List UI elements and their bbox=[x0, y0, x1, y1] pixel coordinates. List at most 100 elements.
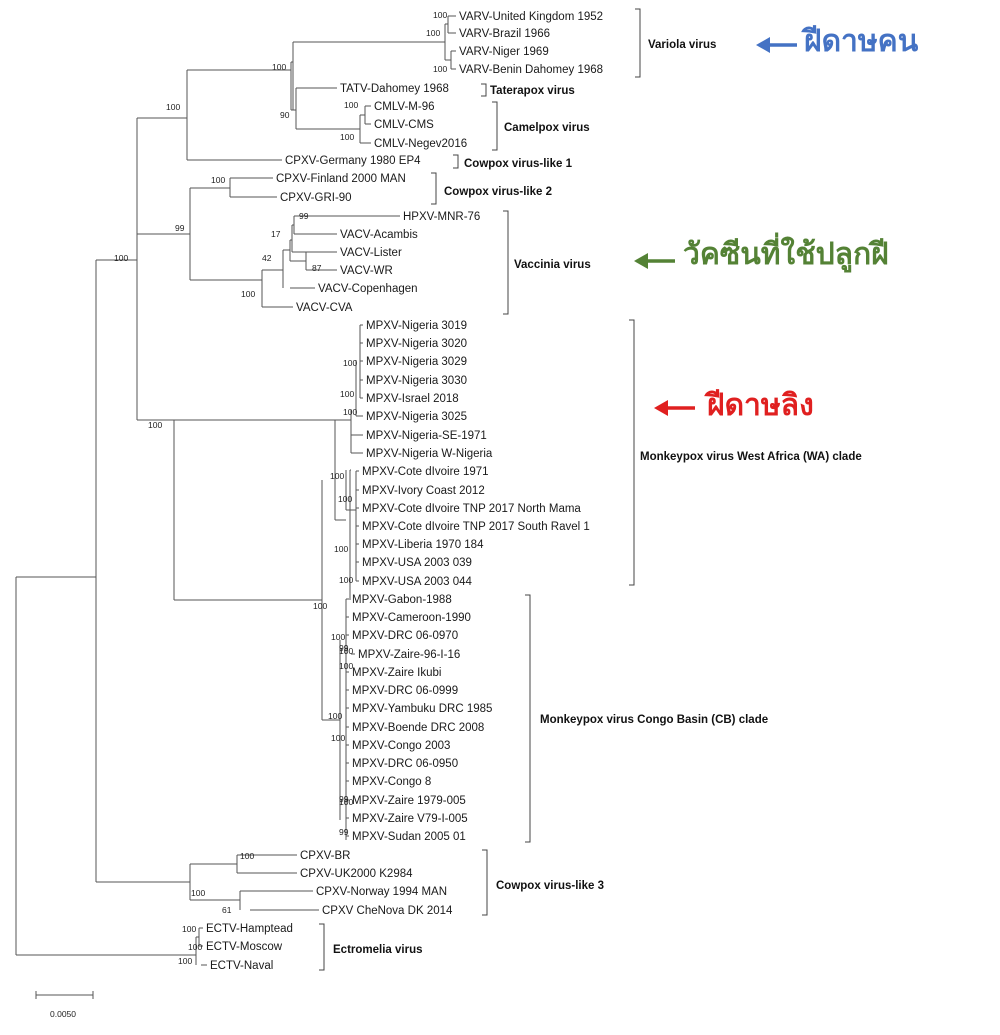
bootstrap-value: 100 bbox=[344, 100, 358, 110]
bootstrap-value: 42 bbox=[262, 253, 272, 263]
arrow-head bbox=[756, 37, 770, 53]
leaf-label: VARV-Brazil 1966 bbox=[459, 28, 550, 40]
clade-bracket bbox=[319, 923, 325, 971]
clade-label-variola: Variola virus bbox=[648, 39, 716, 51]
clade-bracket bbox=[503, 210, 509, 315]
clade-label-cowpox-1: Cowpox virus-like 1 bbox=[464, 158, 573, 170]
leaf-label: MPXV-Cote dIvoire TNP 2017 North Mama bbox=[362, 503, 581, 515]
leaf-label: MPXV-Gabon-1988 bbox=[352, 594, 452, 606]
leaf-label: MPXV-Nigeria 3025 bbox=[366, 411, 467, 423]
leaf-labels: VARV-United Kingdom 1952 VARV-Brazil 196… bbox=[206, 11, 603, 972]
clade-label-camelpox: Camelpox virus bbox=[504, 122, 590, 134]
leaf-label: CPXV-GRI-90 bbox=[280, 192, 352, 204]
bootstrap-value: 100 bbox=[166, 102, 180, 112]
leaf-label: MPXV-Yambuku DRC 1985 bbox=[352, 703, 492, 715]
bootstrap-value: 99 bbox=[339, 794, 349, 804]
leaf-label: VACV-Lister bbox=[340, 247, 402, 259]
annotation-human-smallpox: ฝีดาษคน bbox=[804, 24, 919, 59]
scale-bar-label: 0.0050 bbox=[50, 1009, 76, 1019]
bootstrap-value: 100 bbox=[148, 420, 162, 430]
leaf-label: MPXV-Ivory Coast 2012 bbox=[362, 485, 485, 497]
bootstrap-value: 100 bbox=[182, 924, 196, 934]
annotation-arrows bbox=[634, 37, 797, 416]
leaf-label: CPXV CheNova DK 2014 bbox=[322, 905, 453, 917]
arrow-head bbox=[634, 253, 648, 269]
bootstrap-value: 61 bbox=[222, 905, 232, 915]
clade-bracket bbox=[629, 319, 635, 586]
bootstrap-value: 100 bbox=[272, 62, 286, 72]
leaf-label: MPXV-Cameroon-1990 bbox=[352, 612, 471, 624]
leaf-label: ECTV-Naval bbox=[210, 960, 273, 972]
clade-label-mpxv-cb: Monkeypox virus Congo Basin (CB) clade bbox=[540, 714, 768, 726]
leaf-label: MPXV-USA 2003 044 bbox=[362, 576, 473, 588]
leaf-label: VACV-CVA bbox=[296, 302, 353, 314]
bootstrap-value: 100 bbox=[240, 851, 254, 861]
arrow-head bbox=[654, 400, 668, 416]
arrow-left-icon bbox=[654, 400, 695, 416]
leaf-label: MPXV-Zaire Ikubi bbox=[352, 667, 441, 679]
leaf-label: MPXV-Israel 2018 bbox=[366, 393, 459, 405]
leaf-label: MPXV-Sudan 2005 01 bbox=[352, 831, 466, 843]
clade-brackets bbox=[319, 8, 641, 971]
bootstrap-value: 100 bbox=[339, 646, 353, 656]
bootstrap-value: 100 bbox=[343, 358, 357, 368]
bootstrap-value: 100 bbox=[313, 601, 327, 611]
leaf-label: CPXV-UK2000 K2984 bbox=[300, 868, 413, 880]
bootstrap-value: 90 bbox=[280, 110, 290, 120]
bootstrap-value: 100 bbox=[340, 132, 354, 142]
bootstrap-value: 100 bbox=[328, 711, 342, 721]
arrow-left-icon bbox=[756, 37, 797, 53]
bootstrap-value: 100 bbox=[433, 64, 447, 74]
leaf-label: MPXV-Nigeria 3019 bbox=[366, 320, 467, 332]
bootstrap-value: 100 bbox=[426, 28, 440, 38]
leaf-label: VACV-Acambis bbox=[340, 229, 418, 241]
bootstrap-value: 100 bbox=[211, 175, 225, 185]
clade-bracket bbox=[453, 154, 459, 169]
bootstrap-value: 99 bbox=[339, 827, 349, 837]
leaf-label: MPXV-DRC 06-0999 bbox=[352, 685, 458, 697]
bootstrap-value: 100 bbox=[331, 632, 345, 642]
bootstrap-value: 99 bbox=[339, 643, 349, 653]
leaf-label: ECTV-Hamptead bbox=[206, 923, 293, 935]
clade-label-taterapox: Taterapox virus bbox=[490, 85, 575, 97]
bootstrap-value: 100 bbox=[114, 253, 128, 263]
annotation-monkeypox: ฝีดาษลิง bbox=[707, 388, 814, 423]
leaf-label: MPXV-Nigeria-SE-1971 bbox=[366, 430, 487, 442]
clade-label-cowpox-3: Cowpox virus-like 3 bbox=[496, 880, 604, 892]
bootstrap-value: 17 bbox=[271, 229, 281, 239]
leaf-label: MPXV-Nigeria 3029 bbox=[366, 356, 467, 368]
leaf-label: TATV-Dahomey 1968 bbox=[340, 83, 449, 95]
scale-bar: 0.0050 bbox=[35, 991, 94, 1019]
leaf-label: MPXV-USA 2003 039 bbox=[362, 557, 472, 569]
bootstrap-value: 100 bbox=[339, 661, 353, 671]
clade-bracket bbox=[525, 594, 531, 843]
leaf-label: VACV-WR bbox=[340, 265, 393, 277]
clade-bracket bbox=[482, 849, 488, 916]
clade-label-cowpox-2: Cowpox virus-like 2 bbox=[444, 186, 552, 198]
bootstrap-value: 100 bbox=[339, 797, 353, 807]
leaf-label: MPXV-Boende DRC 2008 bbox=[352, 722, 484, 734]
leaf-label: MPXV-Nigeria W-Nigeria bbox=[366, 448, 493, 460]
leaf-label: CPXV-BR bbox=[300, 850, 351, 862]
clade-bracket bbox=[481, 83, 487, 97]
leaf-label: VARV-United Kingdom 1952 bbox=[459, 11, 603, 23]
leaf-label: CMLV-Negev2016 bbox=[374, 138, 467, 150]
leaf-label: MPXV-Congo 8 bbox=[352, 776, 431, 788]
clade-bracket bbox=[431, 172, 437, 205]
leaf-label: MPXV-DRC 06-0970 bbox=[352, 630, 458, 642]
leaf-label: MPXV-DRC 06-0950 bbox=[352, 758, 458, 770]
annotation-vaccine: วัคซีนที่ใช้ปลูกฝี bbox=[683, 237, 889, 272]
bootstrap-value: 100 bbox=[343, 407, 357, 417]
bootstrap-value: 100 bbox=[330, 471, 344, 481]
clade-bracket bbox=[492, 101, 498, 151]
tree-branches bbox=[15, 15, 456, 966]
leaf-label: VARV-Niger 1969 bbox=[459, 46, 549, 58]
leaf-label: MPXV-Zaire 1979-005 bbox=[352, 795, 466, 807]
arrow-left-icon bbox=[634, 253, 675, 269]
leaf-label: MPXV-Liberia 1970 184 bbox=[362, 539, 484, 551]
clade-label-ectromelia: Ectromelia virus bbox=[333, 944, 422, 956]
bootstrap-value: 100 bbox=[338, 494, 352, 504]
clade-bracket bbox=[635, 8, 641, 78]
leaf-label: CMLV-CMS bbox=[374, 119, 434, 131]
